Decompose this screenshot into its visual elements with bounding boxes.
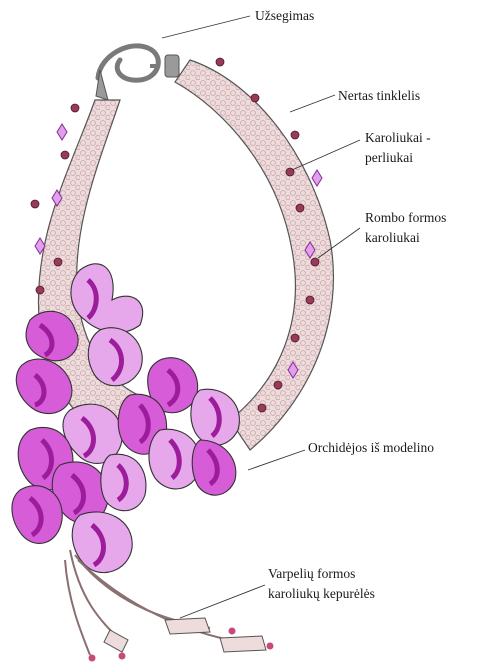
label-rhombus-beads-2: karoliukai (365, 230, 420, 245)
label-clasp: Užsegimas (255, 8, 314, 23)
label-orchids: Orchidėjos iš modelino (308, 440, 434, 455)
label-seed-beads-2: perliukai (365, 150, 413, 165)
label-bell-caps-1: Varpelių formos (268, 566, 355, 581)
label-rhombus-beads-1: Rombo formos (365, 210, 446, 225)
clasp (96, 46, 179, 100)
label-netted-band: Nertas tinklelis (338, 88, 420, 103)
label-seed-beads-1: Karoliukai - (365, 130, 431, 145)
label-bell-caps-2: karoliukų kepurėlės (268, 586, 375, 601)
